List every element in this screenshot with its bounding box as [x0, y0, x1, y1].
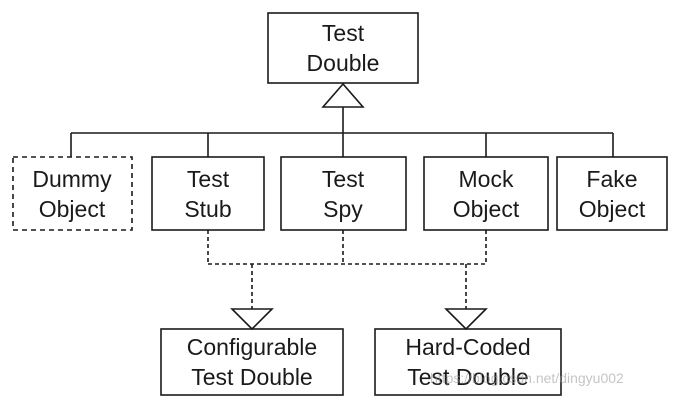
box-configurable-line-2: Test Double [191, 364, 312, 390]
arrowhead-configurable-test-double [230, 308, 274, 331]
box-test-stub: Test Stub [151, 156, 265, 231]
box-mock-object: Mock Object [423, 156, 549, 231]
box-hard-coded-test-double: Hard-Coded Test Double [374, 328, 562, 396]
box-dummy-object-line-1: Dummy [32, 166, 112, 192]
box-fake-object-line-1: Fake [586, 166, 637, 192]
box-fake-object: Fake Object [556, 156, 668, 231]
watermark-url: https://blog.csdn.net/dingyu002 [430, 370, 624, 386]
box-mock-object-line-2: Object [453, 196, 520, 222]
box-fake-object-line-2: Object [579, 196, 646, 222]
box-hard-coded-line-1: Hard-Coded [405, 334, 530, 360]
box-configurable-line-1: Configurable [187, 334, 317, 360]
box-test-double-line-1: Test [322, 20, 365, 46]
inheritance-connectors [70, 107, 614, 157]
box-test-spy-line-1: Test [322, 166, 365, 192]
box-hard-coded-line-2: Test Double [407, 364, 528, 390]
inheritance-arrowhead-test-double [321, 82, 365, 108]
box-test-spy: Test Spy [280, 156, 407, 231]
box-test-double: Test Double [267, 12, 419, 84]
dashed-connectors [207, 230, 487, 309]
box-configurable-test-double: Configurable Test Double [160, 328, 344, 396]
arrowhead-hard-coded-test-double [444, 308, 488, 331]
box-test-spy-line-2: Spy [323, 196, 363, 222]
box-dummy-object-line-2: Object [39, 196, 106, 222]
box-dummy-object: Dummy Object [12, 156, 133, 231]
box-test-stub-line-2: Stub [184, 196, 231, 222]
box-test-double-line-2: Double [307, 50, 380, 76]
box-mock-object-line-1: Mock [459, 166, 514, 192]
box-test-stub-line-1: Test [187, 166, 230, 192]
